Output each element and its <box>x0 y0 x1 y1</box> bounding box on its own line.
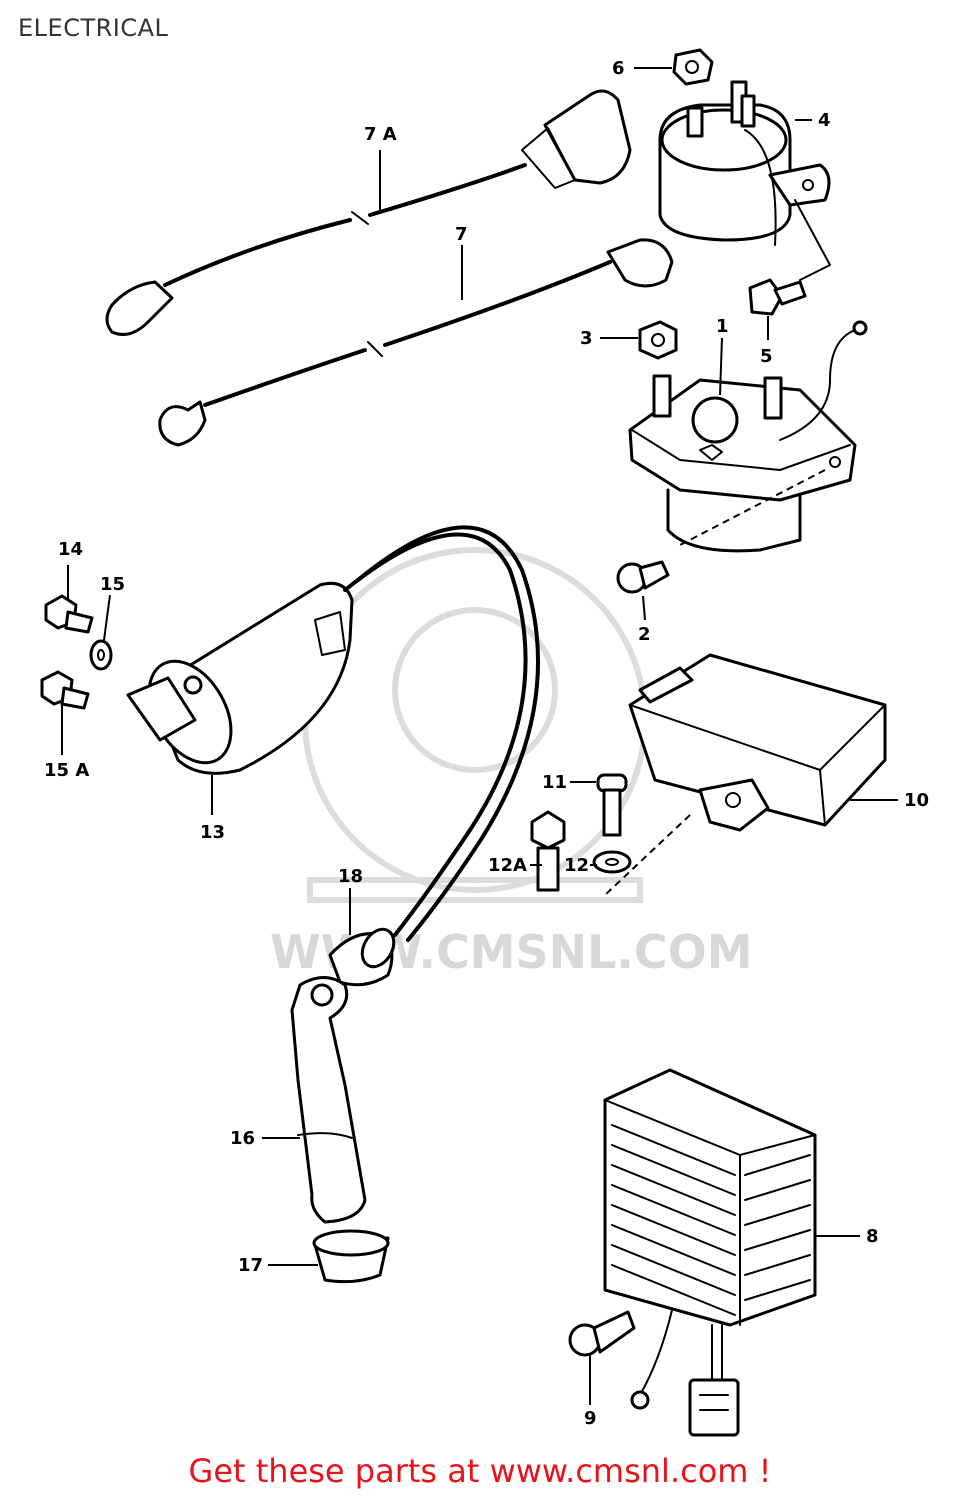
nut-3[interactable] <box>638 320 678 360</box>
callout-7: 7 <box>455 224 468 245</box>
diagram-title: ELECTRICAL <box>18 14 169 42</box>
callout-11: 11 <box>542 772 567 793</box>
bolt-5[interactable] <box>748 278 807 316</box>
callout-leaders <box>61 67 898 1405</box>
callout-15a: 15 A <box>44 760 89 781</box>
ignition-coil-13[interactable] <box>126 525 540 942</box>
callout-6: 6 <box>612 58 625 79</box>
callout-16: 16 <box>230 1128 255 1149</box>
bolt-12a[interactable] <box>530 810 566 892</box>
plug-cap-16[interactable] <box>290 976 367 1224</box>
igniter-unit-10[interactable] <box>604 653 887 896</box>
screw-9[interactable] <box>568 1310 636 1357</box>
callout-18: 18 <box>338 866 363 887</box>
bolt-15a[interactable] <box>40 670 90 710</box>
boot-17[interactable] <box>312 1229 390 1284</box>
callout-17: 17 <box>238 1255 263 1276</box>
callout-7a: 7 A <box>364 124 397 145</box>
callout-13: 13 <box>200 822 225 843</box>
plug-lead-7a[interactable] <box>105 89 632 336</box>
callout-14: 14 <box>58 539 83 560</box>
screw-2[interactable] <box>616 560 670 594</box>
washer-12[interactable] <box>592 850 632 874</box>
callout-3: 3 <box>580 328 593 349</box>
footer-link[interactable]: Get these parts at www.cmsnl.com ! <box>188 1452 772 1490</box>
callout-1: 1 <box>716 316 729 337</box>
regulator-rectifier-8[interactable] <box>603 1068 817 1437</box>
callout-2: 2 <box>638 624 651 645</box>
callout-15: 15 <box>100 574 125 595</box>
callout-12: 12 <box>564 855 589 876</box>
bolt-14[interactable] <box>44 594 94 634</box>
nut-6[interactable] <box>672 48 714 86</box>
starter-relay-4[interactable] <box>658 80 831 281</box>
plug-lead-7[interactable] <box>158 238 674 447</box>
callout-4: 4 <box>818 110 831 131</box>
callout-8: 8 <box>866 1226 879 1247</box>
callout-5: 5 <box>760 346 773 367</box>
callout-12a: 12A <box>488 855 527 876</box>
callout-10: 10 <box>904 790 929 811</box>
starter-solenoid-1[interactable] <box>628 320 868 553</box>
washer-15[interactable] <box>89 639 113 671</box>
grommet-18[interactable] <box>328 924 400 987</box>
callout-labels: 6 4 7 A 7 3 1 5 2 14 15 15 A 13 11 10 12… <box>44 58 929 1429</box>
callout-9: 9 <box>584 1408 597 1429</box>
bolt-11[interactable] <box>596 773 628 837</box>
